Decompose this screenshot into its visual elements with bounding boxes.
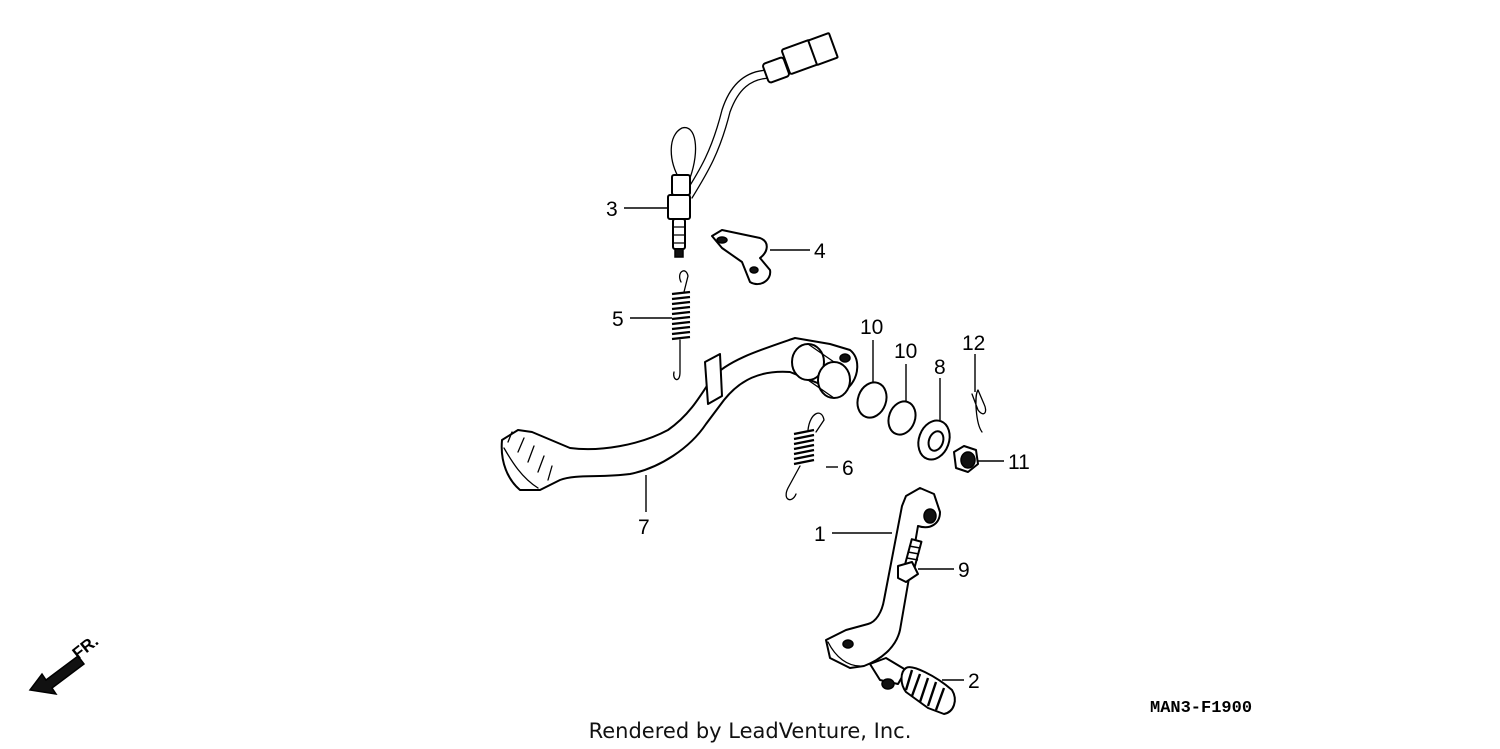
callout-10a[interactable]: 10 — [860, 316, 883, 339]
gear-lever-part[interactable] — [825, 487, 941, 669]
callout-11[interactable]: 11 — [1008, 451, 1030, 474]
callout-1[interactable]: 1 — [814, 523, 826, 546]
callout-10b[interactable]: 10 — [894, 340, 917, 363]
callout-labels: 1 2 3 4 5 6 7 8 9 10 10 11 12 — [606, 198, 1030, 693]
stop-switch-part[interactable] — [667, 32, 839, 258]
callout-2[interactable]: 2 — [968, 670, 980, 693]
callout-5[interactable]: 5 — [612, 308, 624, 331]
callout-12[interactable]: 12 — [962, 332, 985, 355]
callout-6[interactable]: 6 — [842, 457, 854, 480]
render-credit: Rendered by LeadVenture, Inc. — [589, 719, 912, 743]
return-spring-part[interactable] — [785, 412, 825, 501]
leader-lines — [624, 207, 1004, 681]
brake-pedal-part[interactable] — [500, 337, 859, 491]
cotter-pin-part[interactable] — [971, 389, 987, 433]
front-arrow-icon — [28, 654, 86, 696]
nut-part[interactable] — [953, 445, 979, 473]
callout-8[interactable]: 8 — [934, 356, 946, 379]
shift-tip-part[interactable] — [869, 657, 956, 715]
diagram-code: MAN3-F1900 — [1150, 699, 1252, 718]
front-direction-indicator: FR. — [28, 631, 102, 696]
callout-3[interactable]: 3 — [606, 198, 618, 221]
small-spring-part[interactable] — [671, 270, 691, 381]
washer-part-8[interactable] — [913, 416, 955, 464]
callout-7[interactable]: 7 — [638, 516, 650, 539]
callout-9[interactable]: 9 — [958, 559, 970, 582]
bolt-part[interactable] — [897, 538, 923, 583]
washer-part-10a[interactable] — [853, 378, 892, 421]
callout-4[interactable]: 4 — [814, 240, 826, 263]
switch-bracket-part[interactable] — [711, 229, 772, 286]
washer-part-10b[interactable] — [884, 398, 920, 439]
